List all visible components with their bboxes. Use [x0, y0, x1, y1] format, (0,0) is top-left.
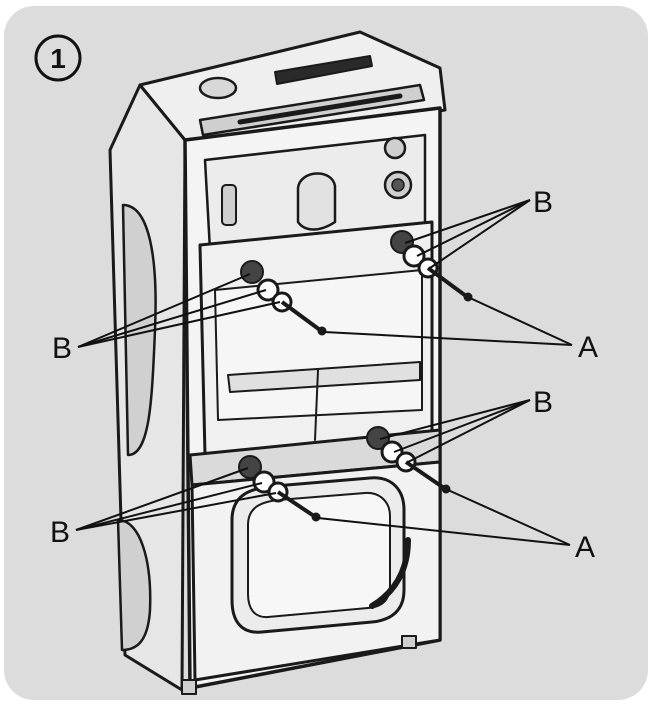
- leader-b-mid-left-2: [77, 289, 267, 348]
- upper-divider: [314, 369, 319, 441]
- leader-b-mid-left-1: [77, 273, 251, 348]
- foot-left: [181, 679, 197, 695]
- left-latch: [221, 184, 237, 226]
- hose-bracket: [296, 172, 337, 231]
- leader-b-top-right-3: [429, 199, 531, 269]
- leader-b-top-right-2: [416, 199, 531, 257]
- leader-lines: [75, 199, 573, 546]
- leader-b-lower-left-3: [75, 492, 277, 531]
- leader-b-lower-left-2: [75, 482, 263, 531]
- leader-b-lower-right-3: [407, 399, 531, 463]
- step-circle: [34, 34, 82, 82]
- hatch-hinge-arc: [369, 537, 411, 609]
- leader-b-top-right-1: [404, 199, 531, 244]
- upper-shelf: [227, 361, 421, 393]
- label-a-lower: A: [575, 531, 595, 564]
- step-indicator: 1: [34, 34, 82, 82]
- top-cap: [198, 76, 238, 100]
- label-b-top-right: B: [533, 186, 553, 219]
- bolt-lower-right: [366, 426, 451, 494]
- side-panel-lower-recess: [116, 518, 152, 652]
- label-b-lower-right: B: [533, 386, 553, 419]
- label-a-upper: A: [578, 331, 598, 364]
- foot-right: [401, 635, 417, 649]
- upper-port-1: [383, 136, 407, 160]
- transit-bolts: [238, 230, 473, 522]
- leader-b-lower-right-1: [379, 399, 531, 440]
- leader-a-lower-1: [447, 489, 571, 546]
- appliance: [108, 30, 447, 695]
- upper-frame-inner: [214, 269, 423, 421]
- bolt-upper-right: [390, 230, 473, 302]
- leader-a-upper-1: [469, 297, 573, 346]
- bolt-lower-left: [238, 455, 321, 522]
- leader-b-lower-right-2: [393, 399, 531, 453]
- label-b-mid-left: B: [52, 332, 72, 365]
- leader-b-mid-left-3: [77, 301, 281, 348]
- callout-labels: B B A B B A: [50, 186, 598, 564]
- top-vent-grille: [274, 55, 373, 85]
- leader-b-lower-left-1: [75, 467, 249, 531]
- leader-a-upper-2: [323, 331, 573, 346]
- lower-hatch-inner: [247, 491, 391, 619]
- upper-port-2-inner: [391, 178, 405, 192]
- leader-a-lower-2: [317, 517, 571, 546]
- step-number: 1: [50, 43, 66, 74]
- top-rail-slot: [237, 93, 403, 125]
- label-b-lower-left: B: [50, 516, 70, 549]
- bolt-upper-left: [240, 260, 327, 336]
